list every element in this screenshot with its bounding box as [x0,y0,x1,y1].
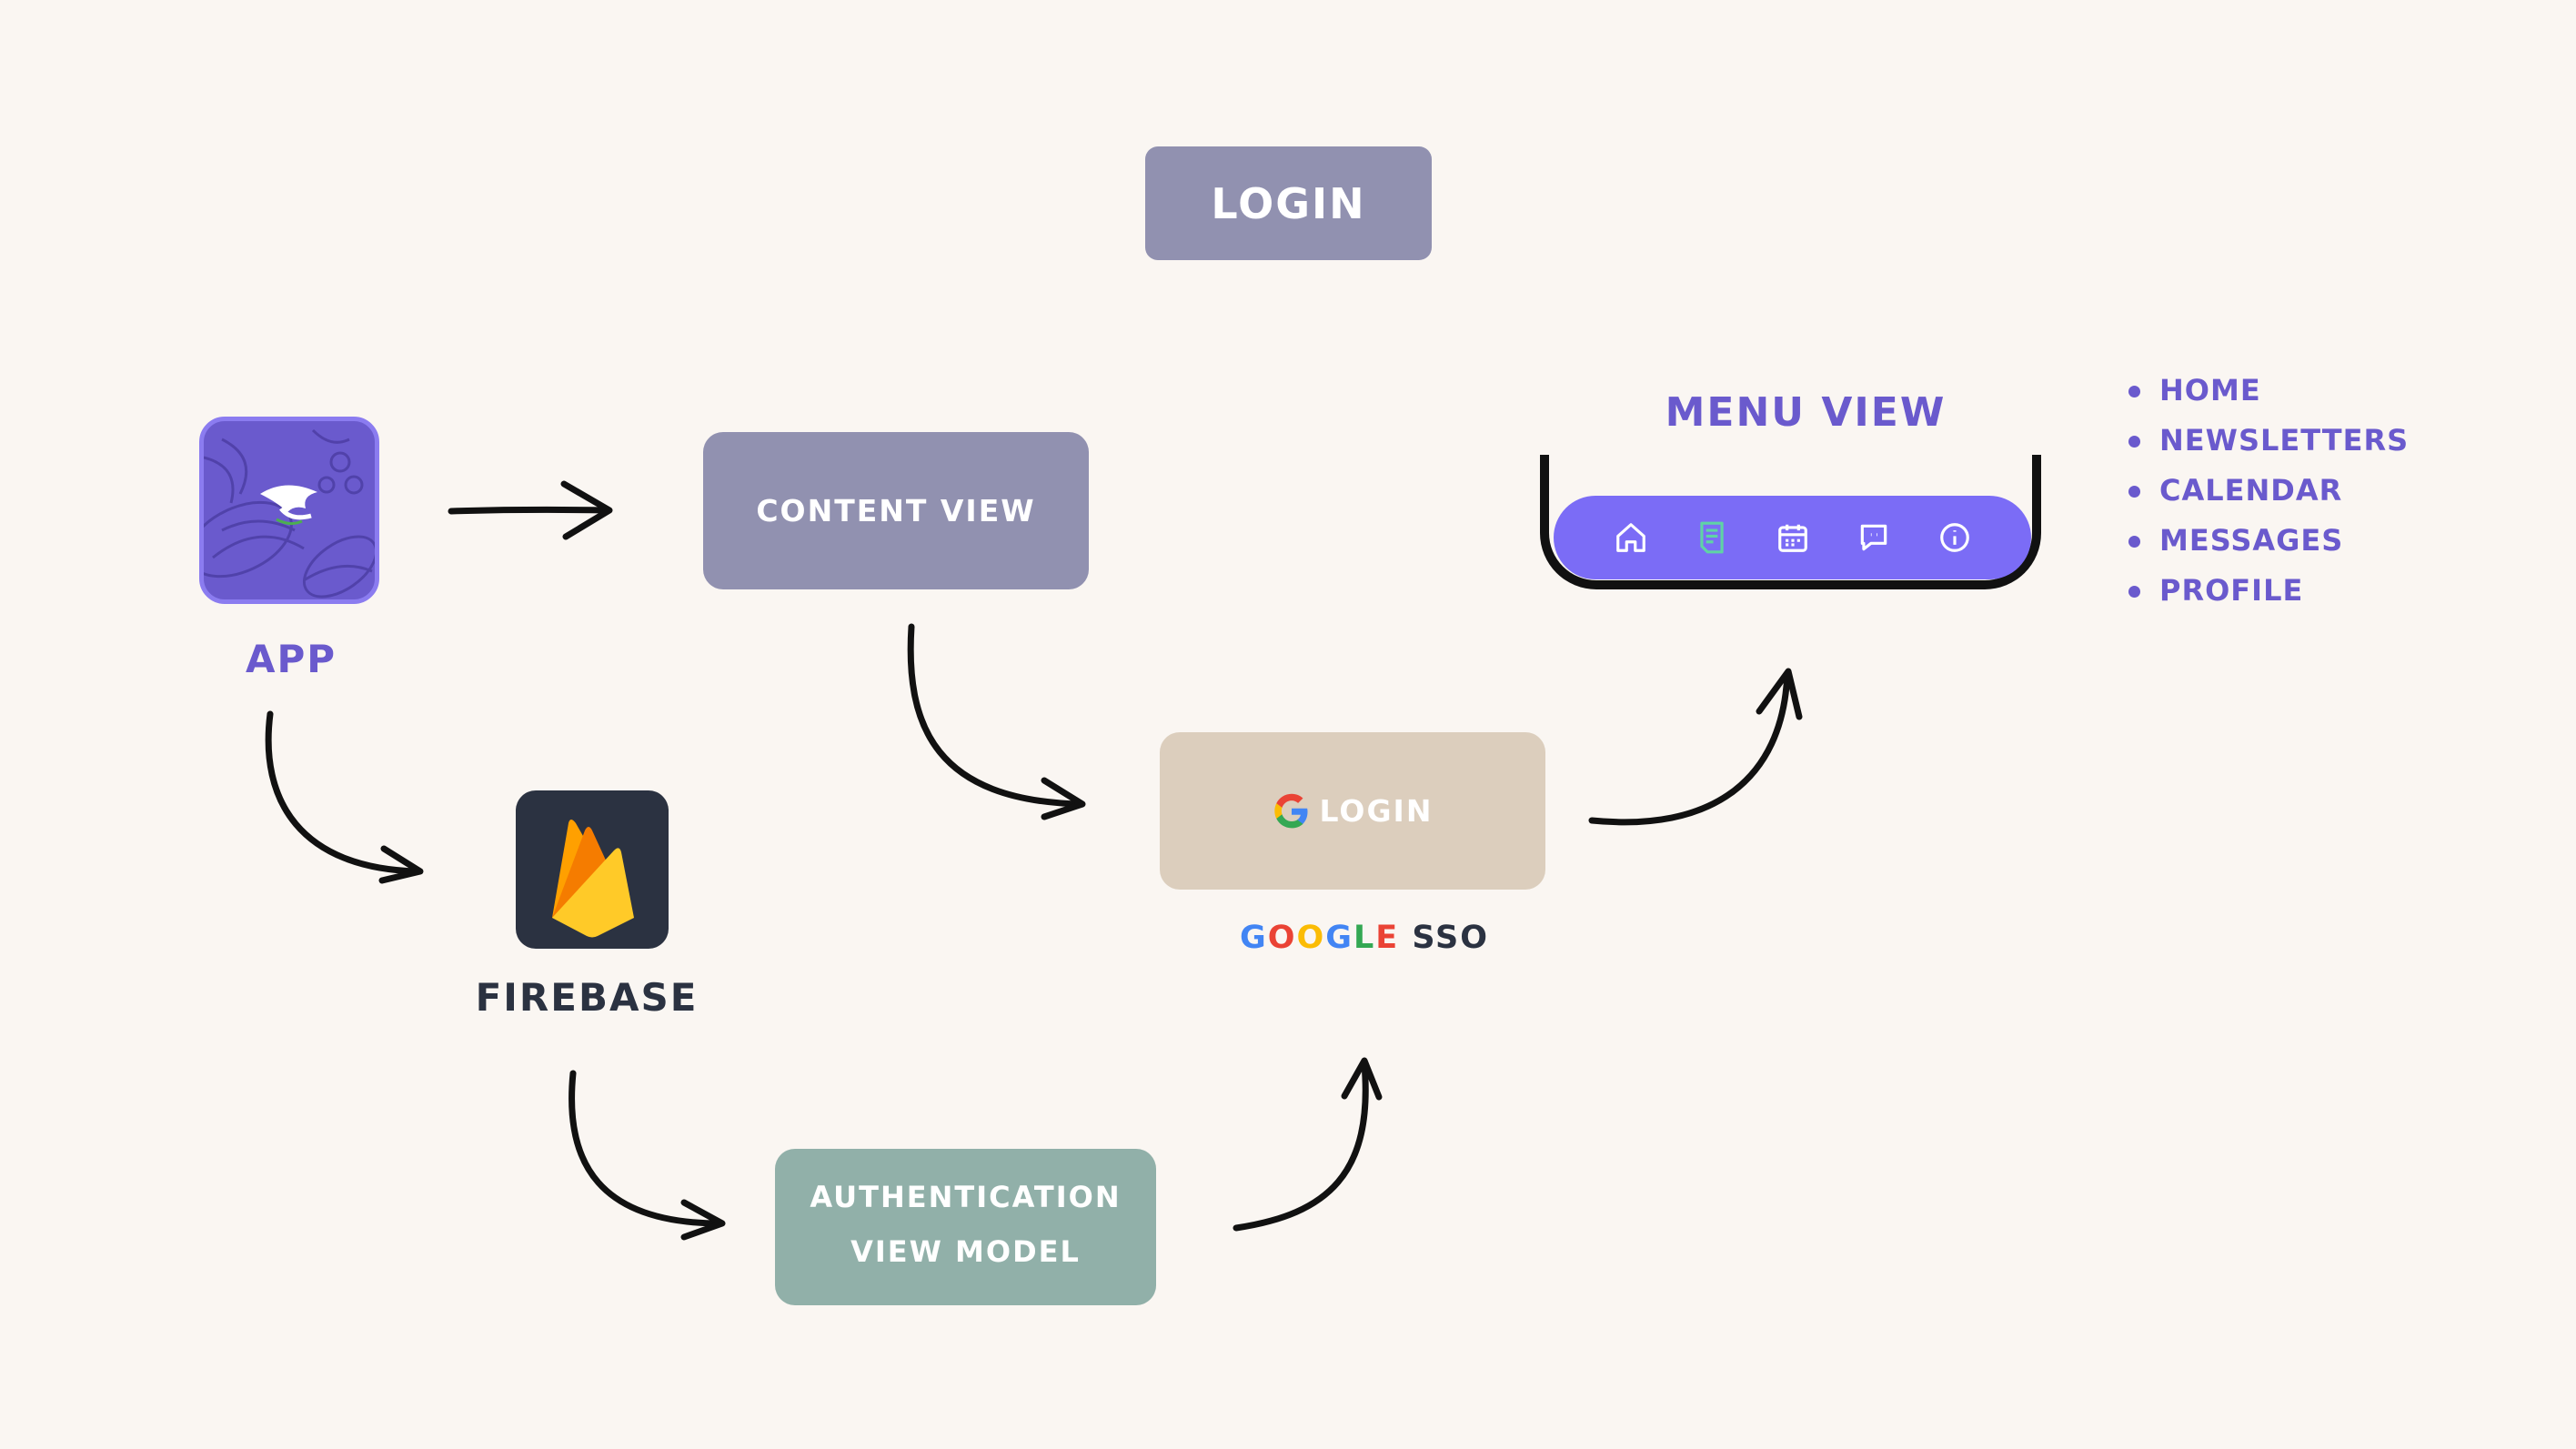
content-view-box: CONTENT VIEW [703,432,1089,589]
calendar-icon[interactable] [1773,518,1813,558]
menu-item-home: HOME [2119,366,2409,416]
newsletter-icon[interactable] [1692,518,1732,558]
arrow-firebase-to-auth-view-model [569,1070,726,1241]
google-letter: O [1296,920,1326,956]
info-icon[interactable] [1935,518,1975,558]
menu-items-list: HOME NEWSLETTERS CALENDAR MESSAGES PROFI… [2119,366,2409,616]
auth-view-model-line1: AUTHENTICATION [810,1180,1122,1214]
home-icon[interactable] [1611,518,1651,558]
arrow-app-to-firebase [265,710,424,884]
arrow-app-to-content-view [448,480,613,540]
google-g-icon [1273,792,1311,830]
sso-suffix: SSO [1412,920,1490,956]
content-view-label: CONTENT VIEW [756,493,1036,528]
google-letter: E [1375,920,1400,956]
tab-bar [1554,496,2031,579]
google-login-box: LOGIN [1160,732,1545,890]
google-login-label: LOGIN [1319,793,1434,829]
login-title-label: LOGIN [1211,178,1366,228]
arrow-google-login-to-menu-view [1588,668,1803,826]
menu-view-title: MENU VIEW [1665,389,1947,436]
login-title-box: LOGIN [1145,146,1432,260]
phone-frame [1540,455,2041,589]
firebase-icon [516,790,669,949]
google-letter: G [1239,920,1268,956]
messages-icon[interactable] [1854,518,1894,558]
menu-item-newsletters: NEWSLETTERS [2119,416,2409,466]
app-label: APP [245,637,337,681]
google-sso-label: GOOGLE SSO [1219,920,1510,956]
menu-item-messages: MESSAGES [2119,516,2409,566]
auth-view-model-line2: VIEW MODEL [850,1234,1081,1269]
auth-view-model-box: AUTHENTICATION VIEW MODEL [775,1149,1156,1305]
menu-item-profile: PROFILE [2119,566,2409,616]
arrow-content-view-to-google-login [907,623,1086,820]
google-letter: G [1325,920,1353,956]
app-icon [199,417,379,604]
firebase-label: FIREBASE [475,975,699,1020]
google-letter: O [1267,920,1297,956]
arrow-auth-view-model-to-google-sso [1233,1057,1383,1232]
google-letter: L [1353,920,1376,956]
menu-item-calendar: CALENDAR [2119,466,2409,516]
